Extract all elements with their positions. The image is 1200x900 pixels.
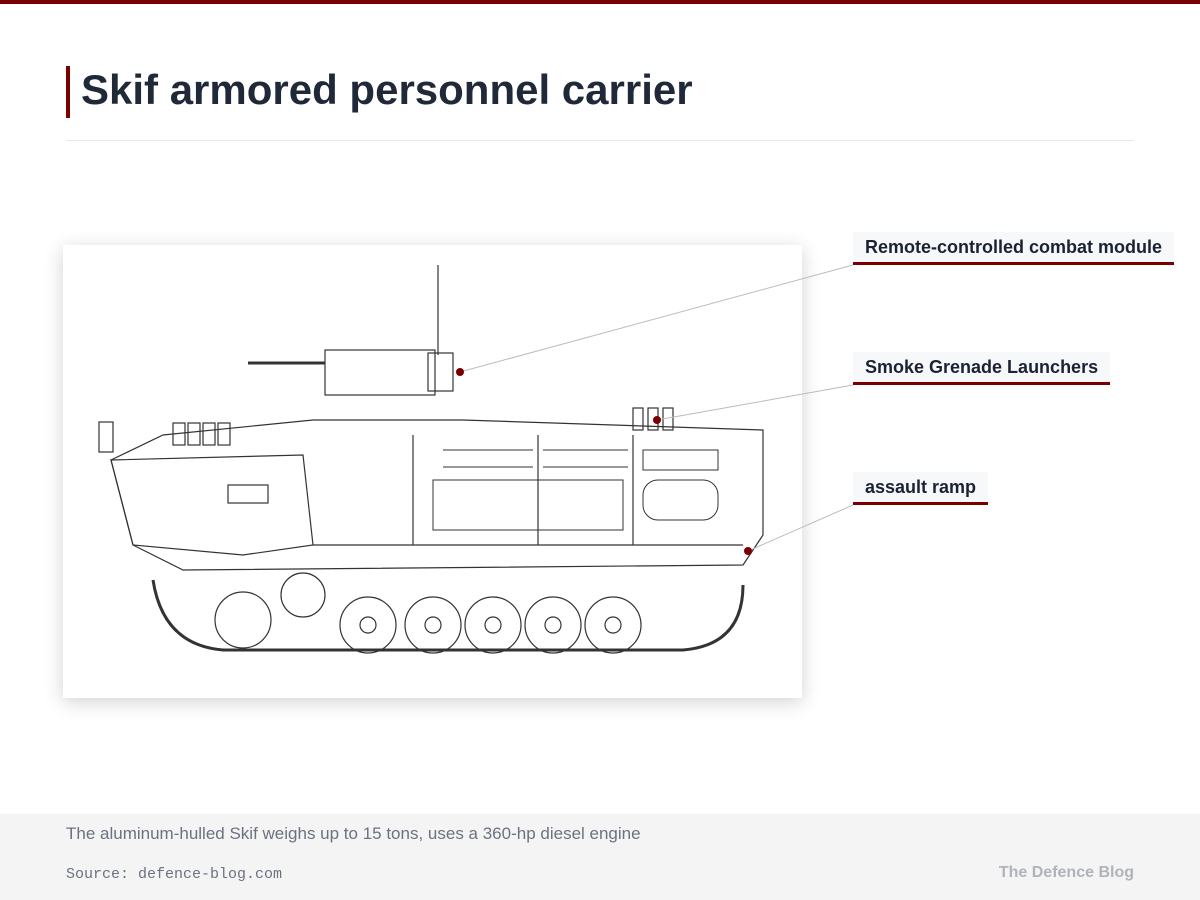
vehicle-illustration <box>63 245 802 698</box>
top-accent-bar <box>0 0 1200 4</box>
source-note: Source: defence-blog.com <box>66 866 283 883</box>
footer <box>0 814 1200 900</box>
footer-description: The aluminum-hulled Skif weighs up to 15… <box>66 824 641 843</box>
callout-assault-ramp: assault ramp <box>853 472 989 505</box>
apc-drawing <box>98 265 764 654</box>
callout-smoke-launchers: Smoke Grenade Launchers <box>853 352 1111 385</box>
page-title: Skif armored personnel carrier <box>66 66 693 118</box>
title-divider <box>66 140 1134 141</box>
callout-combat-module: Remote-controlled combat module <box>853 232 1175 265</box>
brand-name: The Defence Blog <box>998 864 1134 881</box>
